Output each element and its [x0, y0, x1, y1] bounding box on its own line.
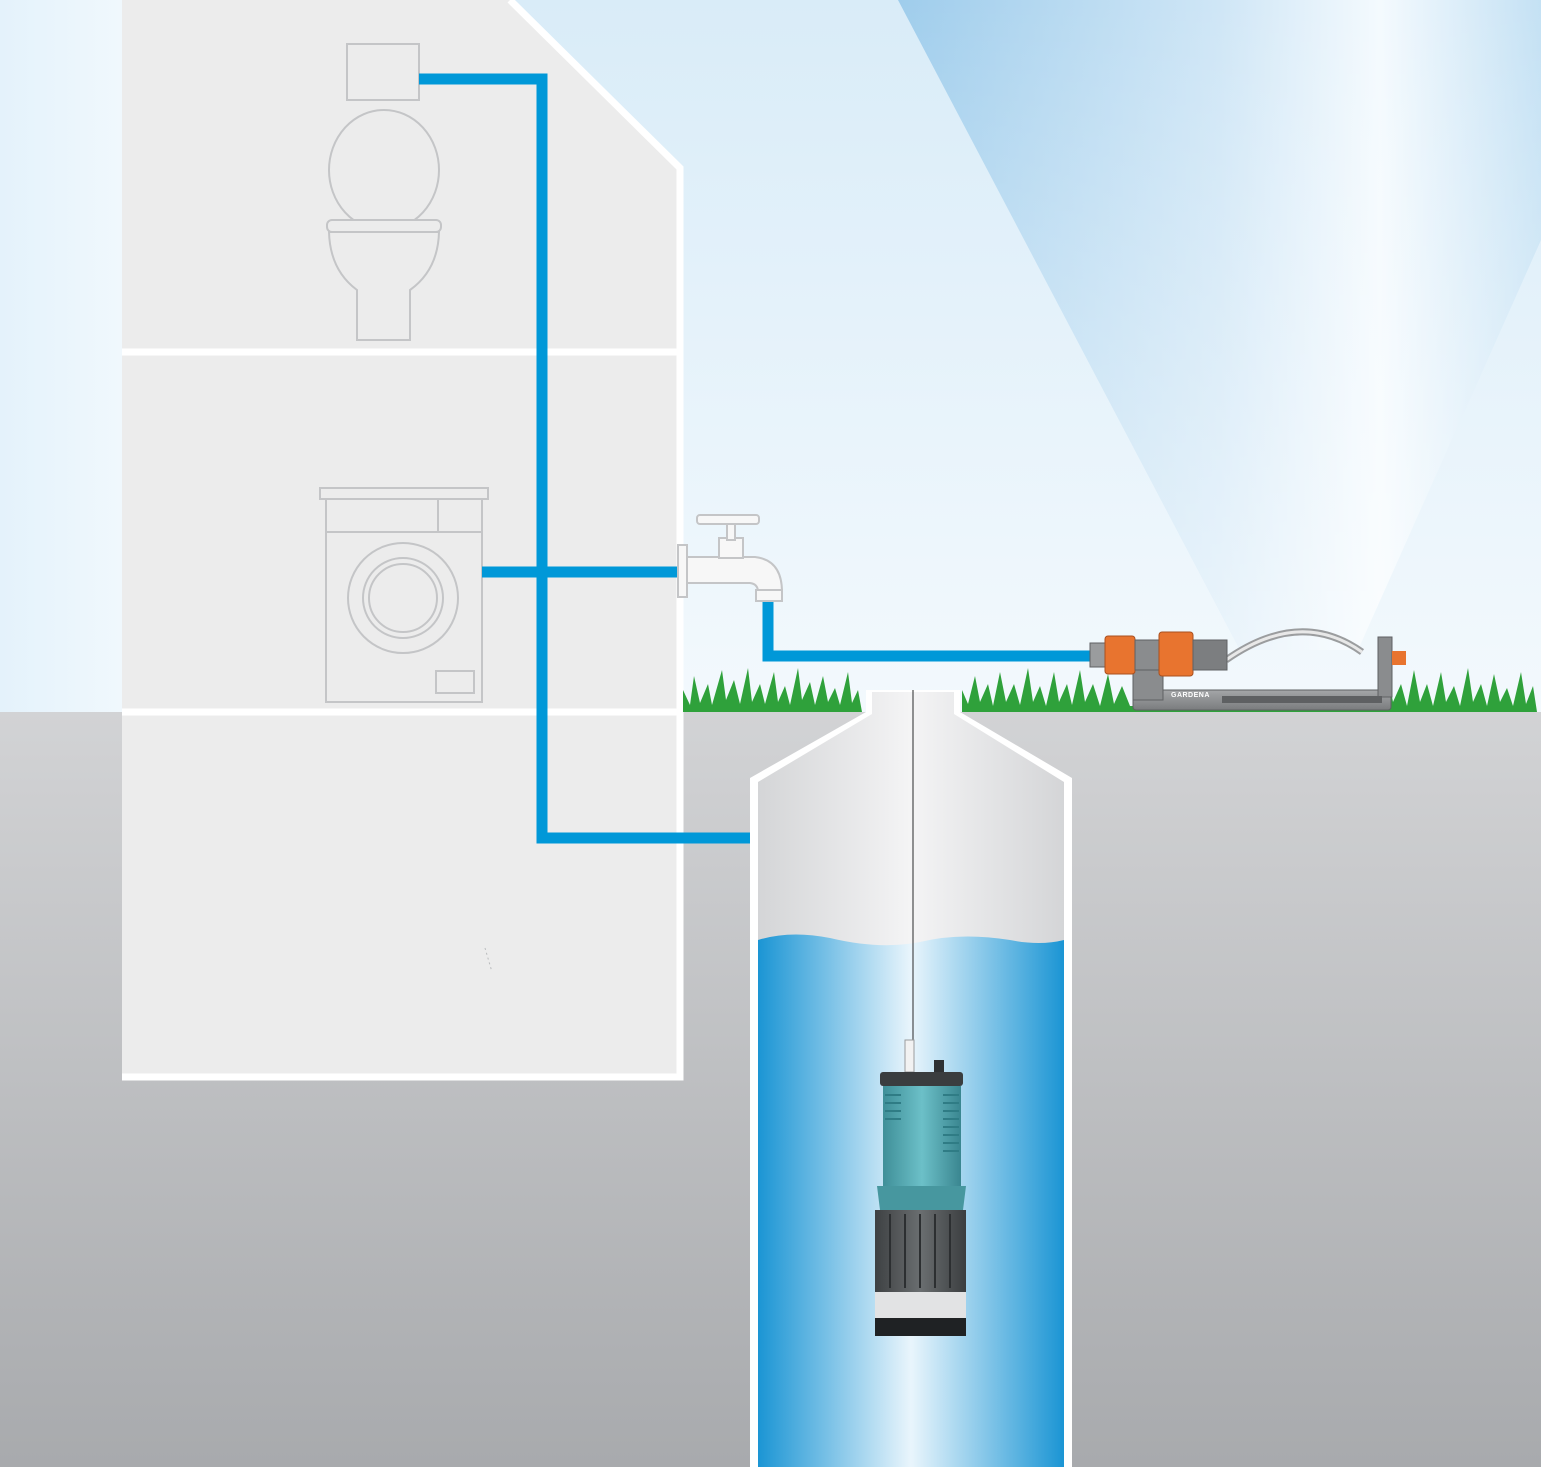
sky-left — [0, 0, 122, 712]
washing-machine-icon — [319, 487, 489, 703]
oscillating-sprinkler-icon: GARDENA — [1089, 628, 1406, 711]
brand-label: GARDENA — [1171, 692, 1210, 699]
submersible-pump-icon — [875, 1039, 966, 1336]
toilet-icon — [326, 43, 442, 341]
water-spray — [898, 0, 1541, 650]
grass-icon — [683, 668, 1537, 712]
pipe-tap-to-sprinkler — [762, 600, 1090, 662]
garden-tap-icon — [677, 514, 784, 602]
